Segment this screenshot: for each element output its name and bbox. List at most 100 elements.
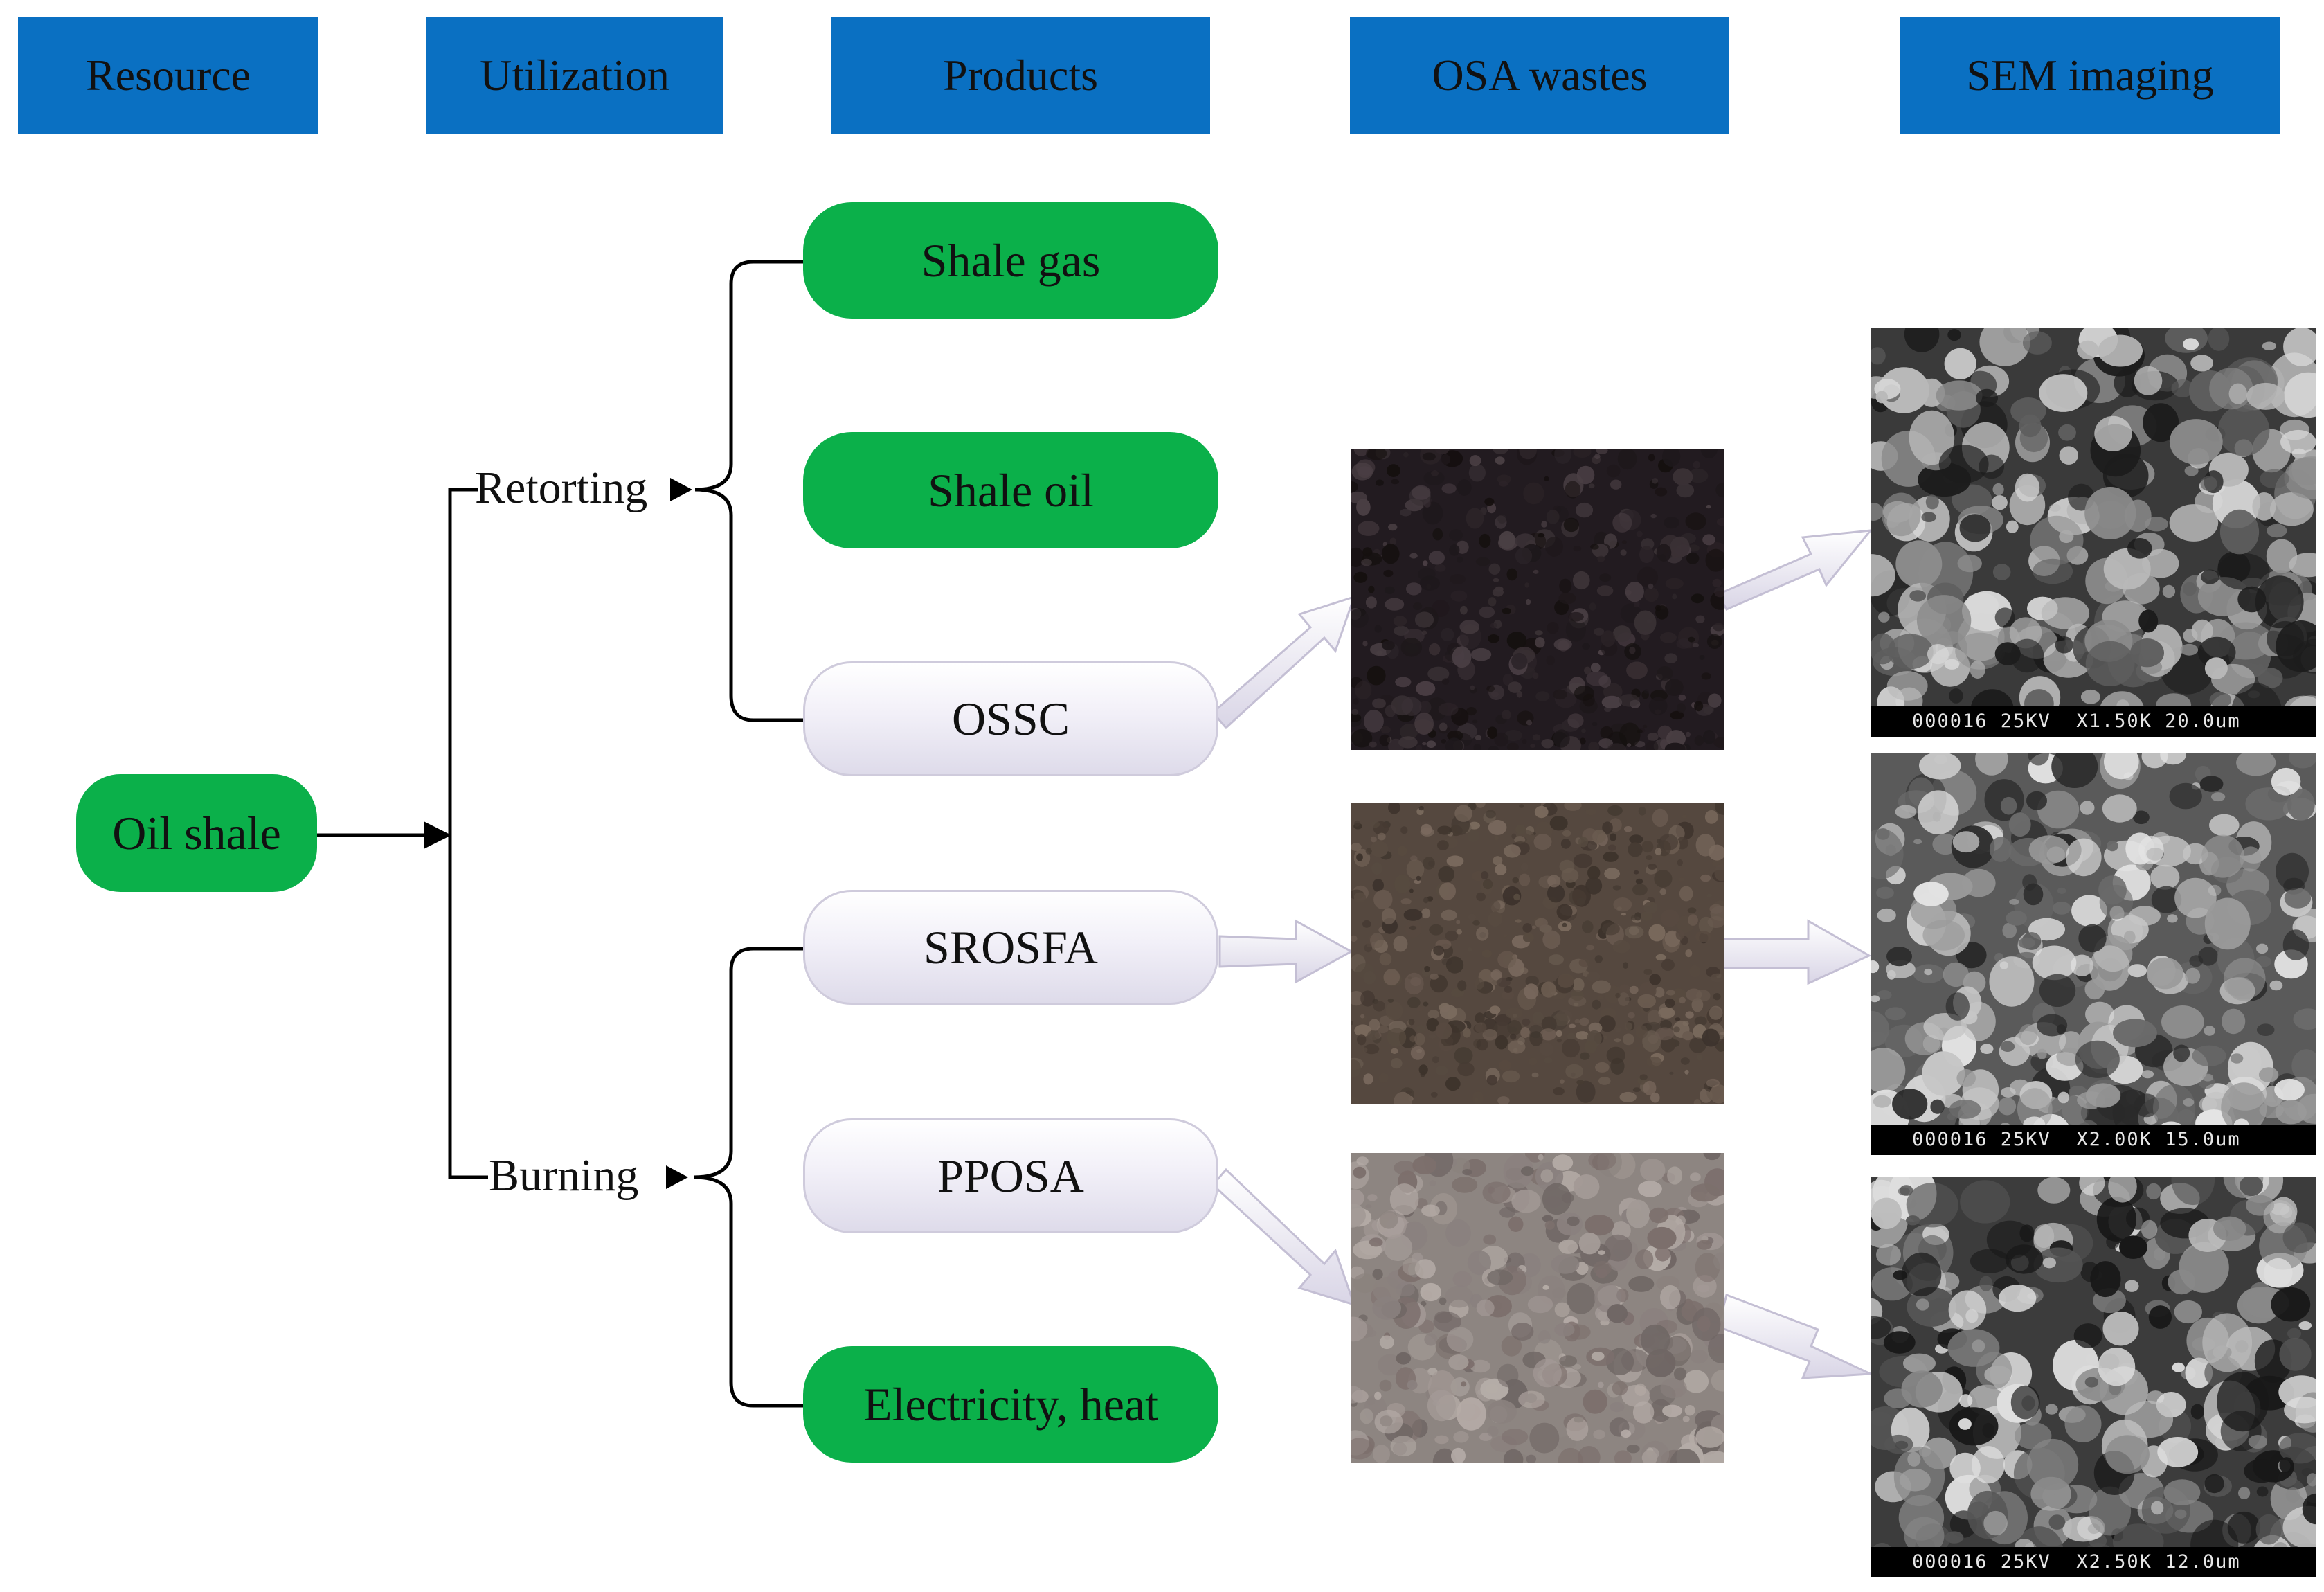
texture-grain [1639,1074,1648,1080]
texture-grain [2006,911,2027,926]
texture-grain [1715,803,1724,815]
texture-grain [1594,627,1605,636]
texture-grain [1475,557,1490,566]
texture-grain [1709,1084,1724,1104]
texture-grain [1601,922,1620,936]
texture-grain [1540,1042,1553,1057]
texture-grain [1421,908,1431,919]
texture-grain [2169,782,2202,810]
texture-grain [1351,1203,1366,1228]
texture-grain [1513,893,1521,901]
texture-grain [1624,1022,1632,1030]
texture-grain [2240,846,2262,872]
texture-grain [1372,698,1386,709]
texture-grain [1460,605,1468,615]
texture-grain [1594,454,1601,459]
texture-grain [2108,1177,2137,1203]
texture-grain [2171,379,2195,397]
texture-grain [1566,1282,1596,1314]
texture-grain [1936,1272,1960,1291]
texture-grain [1467,1250,1491,1276]
texture-grain [1679,996,1686,1004]
texture-grain [1401,697,1422,716]
texture-grain [1540,1169,1553,1183]
texture-grain [1453,1431,1469,1443]
texture-grain [1374,625,1382,633]
header-osa-wastes: OSA wastes [1350,17,1729,134]
texture-grain [1568,611,1584,622]
texture-grain [1558,592,1576,605]
texture-grain [2058,424,2076,441]
texture-grain [1619,694,1640,707]
texture-grain [2022,331,2052,355]
texture-grain [1909,410,1955,465]
texture-grain [1694,1016,1707,1026]
texture-grain [1598,1015,1616,1032]
texture-grain [1361,558,1372,566]
texture-grain [2000,796,2017,815]
texture-grain [1544,1220,1555,1230]
texture-grain [1556,904,1573,920]
texture-grain [2077,340,2099,360]
texture-grain [1621,1349,1650,1372]
texture-grain [1502,1070,1520,1083]
texture-grain [1395,1282,1415,1297]
texture-grain [1652,808,1668,828]
texture-grain [1497,1096,1510,1104]
texture-grain [1367,665,1386,686]
texture-grain [2219,509,2260,555]
texture-grain [2213,1216,2246,1241]
texture-grain [1699,654,1705,660]
texture-grain [1998,1097,2017,1116]
texture-grain [1488,746,1499,750]
texture-grain [1360,1014,1365,1019]
texture-grain [1588,742,1600,750]
texture-grain [1353,698,1359,705]
texture-grain [1558,1240,1578,1254]
texture-grain [1587,972,1601,982]
texture-grain [1992,564,2011,580]
texture-grain [1421,1204,1440,1217]
photo-ossc-waste [1351,449,1724,750]
texture-grain [1469,455,1481,467]
texture-grain [1363,1044,1380,1055]
texture-grain [1664,653,1678,663]
texture-grain [1414,1032,1425,1046]
texture-grain [1430,1091,1438,1098]
texture-grain [2150,864,2180,890]
texture-grain [2138,835,2164,864]
texture-grain [1351,935,1358,942]
texture-grain [1956,1069,1976,1087]
texture-grain [1412,602,1423,610]
texture-grain [1554,449,1571,464]
texture-grain [1502,886,1522,906]
texture-grain [2125,1280,2139,1292]
texture-grain [2045,1404,2058,1415]
texture-grain [1584,666,1592,674]
texture-grain [1497,514,1507,524]
texture-grain [1916,1298,1929,1311]
texture-grain [1487,726,1497,739]
texture-grain [2037,790,2080,829]
texture-grain [1556,1039,1562,1043]
triangle-arrowhead-icon [424,821,451,849]
texture-grain [1466,508,1484,529]
texture-grain [1648,454,1655,462]
texture-grain [1559,1355,1578,1367]
texture-grain [1676,483,1695,498]
texture-grain [1445,1285,1474,1308]
header-sem-imaging-label: SEM imaging [1966,51,2214,100]
texture-grain [1876,1244,1901,1266]
texture-grain [1629,834,1643,844]
texture-grain [1980,1044,1994,1054]
texture-grain [2189,955,2204,967]
texture-grain [1511,1189,1541,1213]
texture-grain [2267,524,2287,538]
texture-grain [1598,1250,1605,1255]
texture-grain [1531,925,1537,929]
texture-grain [1871,554,1895,597]
texture-grain [1387,998,1394,1003]
texture-grain [2258,668,2283,688]
texture-grain [1351,1189,1364,1207]
texture-grain [1678,695,1686,701]
